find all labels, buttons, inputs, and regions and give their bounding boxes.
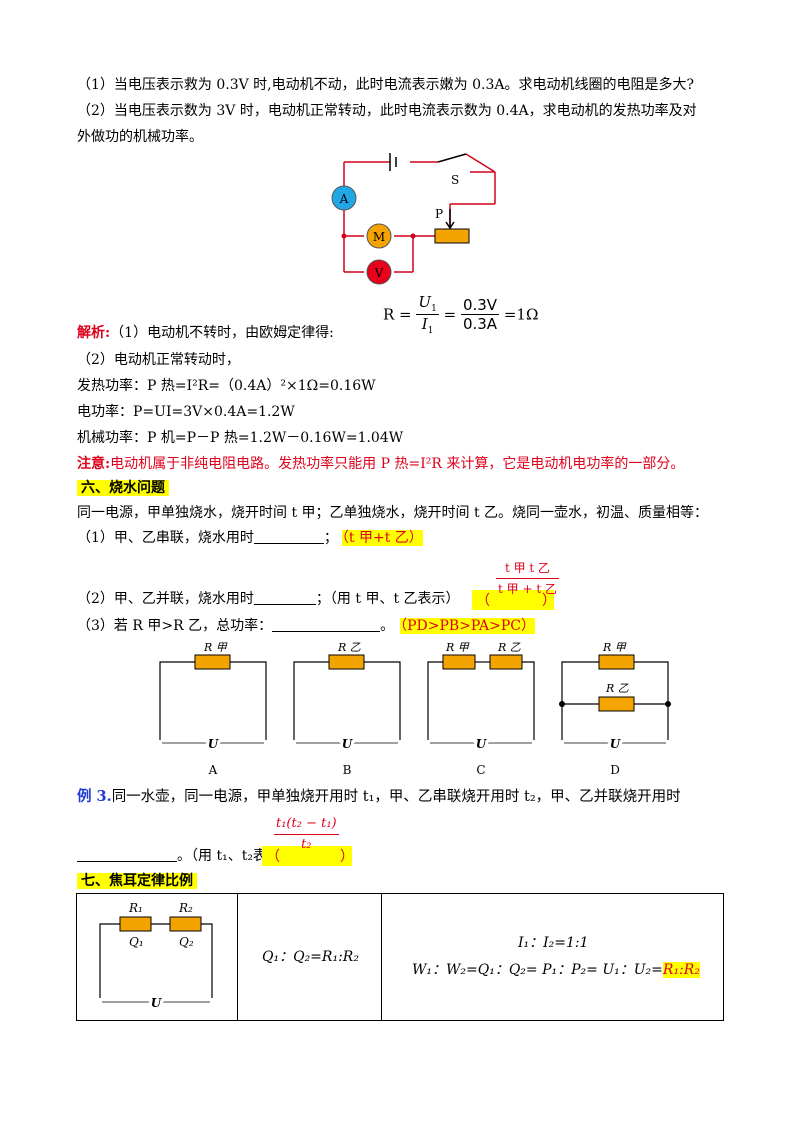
sq3-blank [272, 617, 381, 632]
section-7-title: 七、焦耳定律比例 [77, 871, 197, 891]
analysis-line: 解析:（1）电动机不转时，由欧姆定律得: [77, 323, 334, 343]
formula-den: 0.3A [462, 315, 498, 333]
sq2-mid: ；（用 t 甲、t 乙表示） [315, 591, 460, 607]
analysis-label: 解析: [77, 325, 111, 341]
table-divider-1 [237, 893, 382, 1021]
sub-question-2: （2）甲、乙并联，烧水用时 ；（用 t 甲、t 乙表示） [77, 589, 460, 609]
formula-num: 0.3V [460, 296, 500, 315]
analysis-text: （1）电动机不转时，由欧姆定律得: [110, 325, 334, 341]
sq3-answer: （PD>PB>PA>PC） [400, 618, 535, 634]
table-u: U [151, 996, 163, 1010]
example-3-text: 同一水壶，同一电源，甲单独烧开用时 t₁，甲、乙串联烧开用时 t₂，甲、乙并联烧… [111, 789, 681, 805]
circuit-c-label: C [476, 763, 485, 777]
voltmeter-label: V [374, 266, 384, 280]
sq2-blank [253, 590, 316, 605]
section-6-title: 六、烧水问题 [77, 478, 169, 498]
formula-i: I [421, 315, 428, 333]
section-6-label: 六、烧水问题 [77, 480, 169, 496]
circuit-d-r1: R 甲 [602, 641, 627, 654]
example-3-open: （ [266, 849, 280, 865]
energy-ratio-answer: R₁:R₂ [662, 962, 700, 978]
question-1: （1）当电压表示救为 0.3V 时,电动机不动，此时电流表示嫩为 0.3A。求电… [77, 77, 694, 93]
current-ratio: I₁：I₂=1:1 [518, 935, 589, 951]
joule-table [76, 893, 724, 1021]
circuit-c-r1: R 甲 [445, 641, 470, 654]
circuit-c-u: U [476, 737, 488, 751]
heat-power: 发热功率：P 热=I²R=（0.4A）²×1Ω=0.16W [77, 378, 376, 394]
example-3-highlight [262, 846, 352, 866]
question-2a: （2）当电压表示数为 3V 时，电动机正常转动，此时电流表示数为 0.4A，求电… [77, 103, 697, 119]
circuit-d-u: U [610, 737, 622, 751]
formula-u: U [418, 293, 432, 311]
circuit-c-r2: R 乙 [497, 641, 521, 654]
sub-question-3: （3）若 R 甲>R 乙，总功率： 。 （PD>PB>PA>PC） [77, 616, 535, 636]
motor-label: M [373, 230, 385, 244]
sq1-blank [253, 529, 324, 544]
energy-ratio: W₁：W₂=Q₁：Q₂= P₁：P₂= U₁：U₂=R₁:R₂ [412, 959, 700, 979]
note-label: 注意: [77, 456, 111, 472]
series-circuit: R₁ R₂ Q₁ Q₂ U [99, 901, 213, 1013]
circuit-b-label: B [343, 763, 352, 777]
heat-ratio: Q₁：Q₂=R₁:R₂ [262, 949, 359, 965]
rheostat [434, 228, 470, 244]
mechanical-power: 机械功率：P 机=P－P 热=1.2W－0.16W=1.04W [77, 430, 404, 446]
circuit-b-u: U [342, 737, 354, 751]
note-line: 注意:电动机属于非纯电阻电路。发热功率只能用 P 热=I²R 来计算，它是电动机… [77, 454, 684, 474]
sq2-text: （2）甲、乙并联，烧水用时 [77, 591, 254, 607]
step-2: （2）电动机正常转动时， [77, 352, 240, 368]
formula-result: =1Ω [503, 305, 539, 324]
table-q1: Q₁ [129, 935, 144, 949]
circuit-a-u: U [208, 737, 220, 751]
ammeter [331, 185, 357, 211]
section-6-intro: 同一电源，甲单独烧水，烧开时间 t 甲；乙单独烧水，烧开时间 t 乙。烧同一壶水… [77, 505, 709, 521]
table-q2: Q₂ [179, 935, 194, 949]
circuit-a-label: A [208, 763, 218, 777]
table-r2: R₂ [178, 901, 193, 915]
example-3-close: ） [340, 849, 354, 865]
sub-question-1: （1）甲、乙串联，烧水用时 ；（t 甲+t 乙） [77, 528, 423, 548]
sq2-answer-highlight [472, 590, 554, 610]
formula-lhs: R = [383, 305, 412, 324]
sq2-open: （ [476, 593, 490, 609]
circuit-b: R 乙 U B [293, 641, 401, 777]
resistance-formula: R = U1 I1 = 0.3V 0.3A =1Ω [383, 293, 538, 336]
example-3-num: t₁(t₂ − t₁) [274, 814, 339, 835]
question-2b: 外做功的机械功率。 [77, 129, 203, 145]
switch-label: S [451, 173, 459, 187]
sq3-sep: 。 [380, 618, 395, 634]
circuit-d: R 甲 R 乙 U D [559, 641, 671, 777]
slider-label: P [435, 207, 443, 221]
sq3-text: （3）若 R 甲>R 乙，总功率： [77, 618, 273, 634]
sq2-num: t 甲 t 乙 [496, 558, 559, 579]
circuit-a-r: R 甲 [203, 641, 228, 654]
example-3-den: t₂ [301, 837, 312, 852]
sq1-sep: ； [323, 530, 338, 546]
example-3-label: 例 3. [77, 788, 112, 805]
voltmeter [366, 259, 392, 285]
example-3: 例 3.同一水壶，同一电源，甲单独烧开用时 t₁，甲、乙串联烧开用时 t₂，甲、… [77, 787, 681, 807]
circuit-d-label: D [610, 763, 620, 777]
note-text: 电动机属于非纯电阻电路。发热功率只能用 P 热=I²R 来计算，它是电动机电功率… [110, 456, 685, 472]
formula-i-sub: 1 [427, 326, 434, 336]
motor [366, 223, 392, 249]
energy-ratio-text: W₁：W₂=Q₁：Q₂= P₁：P₂= U₁：U₂= [412, 962, 663, 978]
circuit-b-r: R 乙 [337, 641, 361, 654]
formula-u-sub: 1 [431, 304, 437, 314]
sq1-text: （1）甲、乙串联，烧水用时 [77, 530, 254, 546]
formula-eq: = [443, 305, 457, 324]
circuit-c: R 甲 R 乙 U C [427, 641, 535, 777]
sq2-close: ） [542, 593, 556, 609]
ammeter-label: A [339, 192, 349, 206]
electric-power: 电功率：P=UI=3V×0.4A=1.2W [77, 404, 295, 420]
circuit-d-r2: R 乙 [605, 682, 629, 695]
section-7-label: 七、焦耳定律比例 [77, 873, 197, 889]
sq1-answer: （t 甲+t 乙） [341, 530, 423, 546]
sq2-den: t 甲 + t 乙 [498, 582, 557, 596]
example-3-blank [77, 847, 177, 862]
motor-circuit-diagram: A M V S P [331, 153, 496, 285]
heating-circuits: R 甲 U A R 乙 U B R 甲 R 乙 U C R 甲 R 乙 [159, 641, 671, 777]
table-r1: R₁ [128, 901, 143, 915]
circuit-a: R 甲 U A [159, 641, 267, 777]
